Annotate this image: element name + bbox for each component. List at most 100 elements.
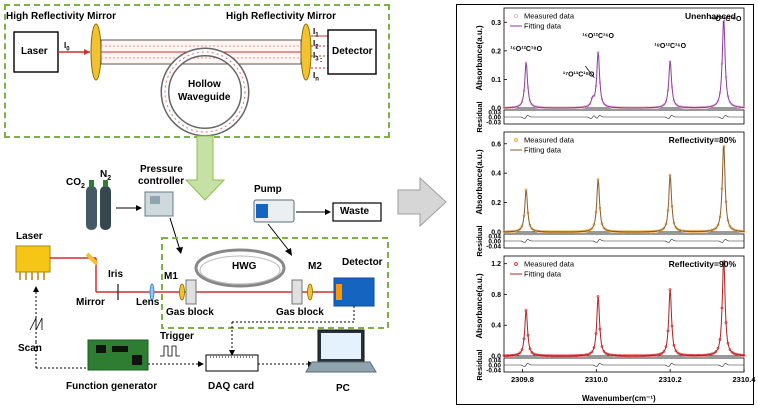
gas-cell-box xyxy=(161,237,389,329)
measured-point xyxy=(730,103,734,106)
y-tick-label: 0.8 xyxy=(491,292,501,299)
y-tick-label: 0.2 xyxy=(491,48,501,55)
gray-arrow xyxy=(397,176,447,228)
co2-cylinder xyxy=(86,186,97,230)
residual-line xyxy=(504,363,744,367)
panel-title: Reflectivity=80% xyxy=(669,135,737,145)
y-tick-label: 0.3 xyxy=(491,20,501,27)
residual-tick-label: -0.04 xyxy=(486,244,501,251)
y-tick-label: 0.4 xyxy=(491,323,501,330)
measured-point xyxy=(530,103,534,106)
laser-device xyxy=(15,245,51,273)
residual-line xyxy=(504,115,744,119)
y-tick-label: 0.0 xyxy=(491,230,501,237)
y-tick-label: 1.2 xyxy=(491,261,501,268)
residual-axis-label: Residual xyxy=(475,101,484,132)
legend-fitting: Fitting data xyxy=(524,146,562,155)
residual-tick-label: -0.04 xyxy=(486,368,501,375)
x-axis-label: Wavenumber(cm⁻¹) xyxy=(582,394,656,403)
measured-point xyxy=(590,350,594,354)
y-axis-label: Absorbance(a.u.) xyxy=(475,273,484,339)
residual-line xyxy=(504,239,744,243)
measured-point xyxy=(518,227,522,231)
mirror-right xyxy=(300,23,312,81)
n2-cylinder xyxy=(100,186,111,230)
residual-tick-label: 0.04 xyxy=(488,234,501,241)
legend-measured-marker xyxy=(514,138,518,142)
residual-tick-label: -0.03 xyxy=(486,120,501,127)
measured-point xyxy=(714,226,718,230)
waveguide-label: Waveguide xyxy=(178,92,231,103)
i0-label: I0 xyxy=(64,41,70,53)
y-tick-label: 0.1 xyxy=(491,77,501,84)
measured-point xyxy=(730,350,734,354)
measured-point xyxy=(662,226,666,230)
measured-point xyxy=(714,350,718,353)
measured-point xyxy=(530,351,534,354)
i3-label: I3 xyxy=(313,51,319,63)
i1-label: I1 xyxy=(313,27,319,39)
pressure-label: Pressure xyxy=(140,164,183,175)
hollow-label: Hollow xyxy=(188,79,221,90)
mirror-right-label: High Reflectivity Mirror xyxy=(226,11,337,22)
y-axis-label: Absorbance(a.u.) xyxy=(475,149,484,215)
controller-label: controller xyxy=(138,176,185,187)
measured-point xyxy=(588,102,592,106)
gas-block-right-label: Gas block xyxy=(276,307,324,318)
i2-label: I2 xyxy=(313,39,319,51)
laser-box xyxy=(13,31,59,73)
measured-point xyxy=(728,224,732,228)
peak-label: ¹⁶O¹²C¹⁸O xyxy=(510,46,542,53)
co2-label: CO2 xyxy=(66,177,85,191)
peak-pointer xyxy=(584,65,595,79)
peak-label: ¹⁶O¹³C¹⁶O xyxy=(710,16,742,23)
fitting-line xyxy=(504,19,745,109)
waste-label: Waste xyxy=(340,206,370,217)
residual-tick-label: 0.00 xyxy=(488,239,501,246)
y-tick-label: 0.0 xyxy=(491,354,501,361)
fitting-line xyxy=(504,145,745,233)
measured-point xyxy=(590,226,594,230)
beam-arrow xyxy=(84,49,90,55)
m1-label: M1 xyxy=(164,271,178,282)
laser-label: Laser xyxy=(21,46,48,57)
waste-box xyxy=(332,202,382,222)
pc-label: PC xyxy=(336,383,350,394)
measured-point xyxy=(674,349,678,353)
panel-title: Reflectivity=90% xyxy=(669,259,737,269)
peak-label: ¹⁸O¹²C¹⁶O xyxy=(654,43,686,50)
pump-label: Pump xyxy=(254,184,282,195)
x-tick-label: 2310.0 xyxy=(585,375,608,384)
legend-measured: Measured data xyxy=(524,260,575,269)
measured-point xyxy=(530,227,534,231)
setup-laser-label: Laser xyxy=(16,231,43,242)
gas-block-left-label: Gas block xyxy=(166,307,214,318)
lens-label: Lens xyxy=(136,297,160,308)
y-tick-label: 0.2 xyxy=(491,200,501,207)
residual-tick-label: 0.03 xyxy=(488,110,501,117)
function-generator-label: Function generator xyxy=(66,381,158,392)
measured-point xyxy=(518,351,522,355)
measured-point xyxy=(674,226,678,229)
mirror-left-label: High Reflectivity Mirror xyxy=(6,11,117,22)
legend-fitting: Fitting data xyxy=(524,22,562,31)
x-tick-label: 2310.4 xyxy=(733,375,757,384)
green-arrow xyxy=(184,135,226,201)
measured-point xyxy=(714,102,718,106)
legend-measured-marker xyxy=(514,14,518,18)
measured-point xyxy=(602,226,606,230)
setup-detector-label: Detector xyxy=(342,257,383,268)
scan-label: Scan xyxy=(18,343,42,354)
daq-card-device xyxy=(205,354,259,372)
y-axis-label: Absorbance(a.u.) xyxy=(475,25,484,91)
measured-point xyxy=(728,100,732,104)
measured-point xyxy=(662,349,666,353)
hwg-coil xyxy=(194,248,286,288)
measured-point xyxy=(662,103,666,107)
detector-label: Detector xyxy=(332,46,373,57)
trigger-label: Trigger xyxy=(160,331,194,342)
daq-card-label: DAQ card xyxy=(208,381,255,392)
peak-label: ¹⁷O¹³C¹⁸O xyxy=(563,72,595,79)
